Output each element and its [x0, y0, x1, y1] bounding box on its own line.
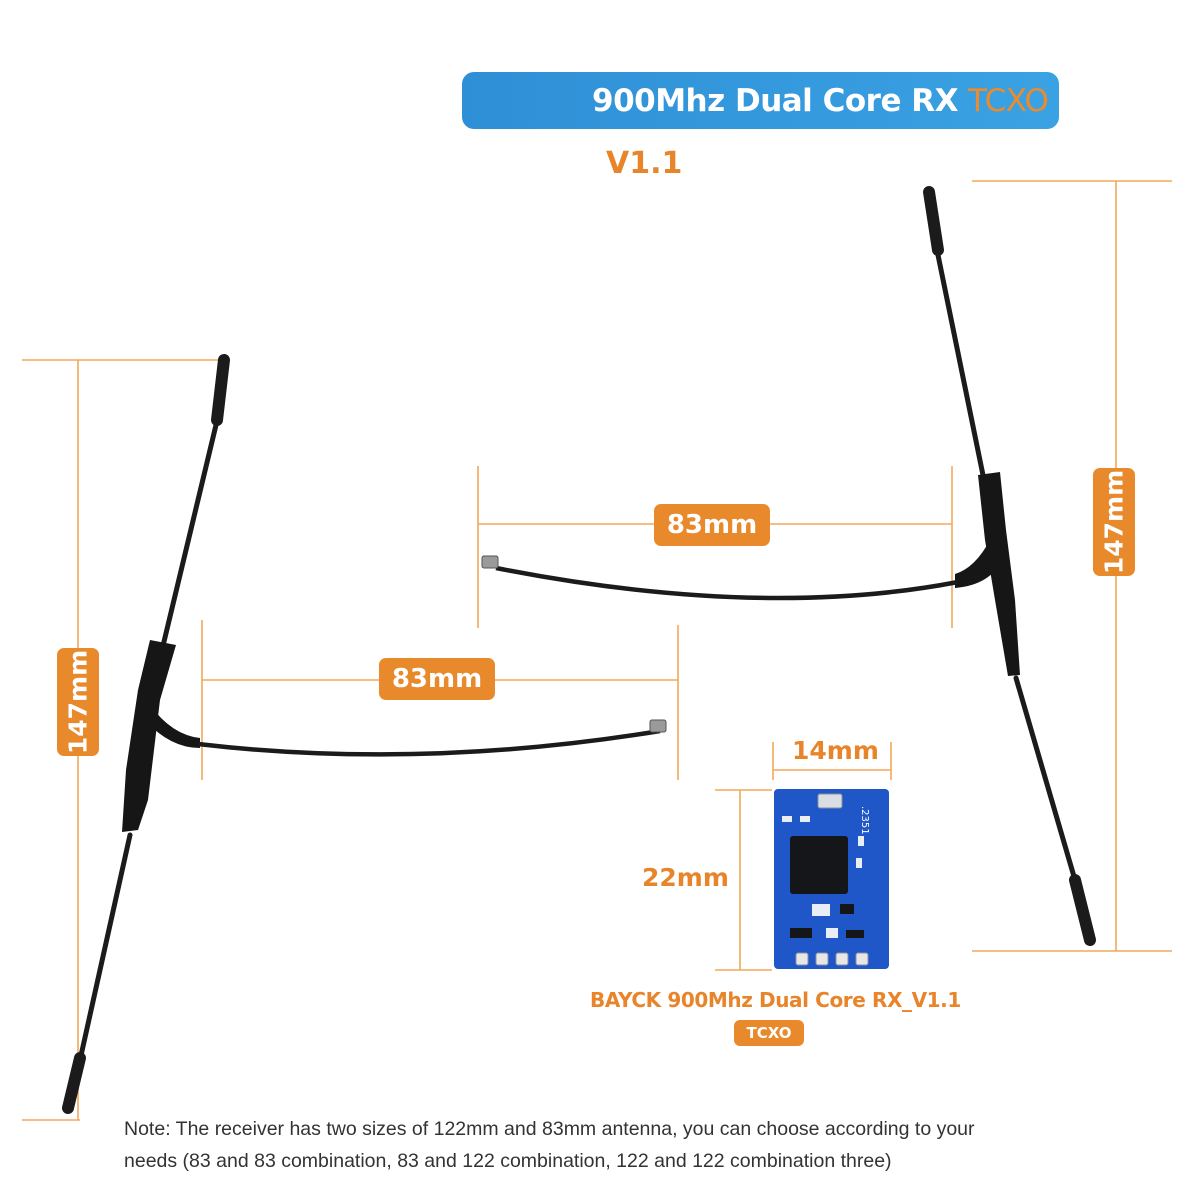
receiver-board-icon: .2351 — [774, 789, 889, 969]
tcxo-badge: TCXO — [734, 1020, 804, 1046]
left-height-label: 147mm — [57, 648, 99, 756]
note-line-1: Note: The receiver has two sizes of 122m… — [124, 1118, 975, 1140]
dimension-lines — [22, 180, 1172, 1121]
note-text: Note: The receiver has two sizes of 122m… — [124, 1113, 1124, 1177]
note-line-2: needs (83 and 83 combination, 83 and 122… — [124, 1150, 892, 1172]
left-antenna-icon — [62, 354, 667, 1114]
board-mark: .2351 — [859, 806, 870, 835]
board-width-label: 14mm — [792, 736, 879, 765]
banner-accent: TCXO — [968, 82, 1049, 119]
right-cable-label: 83mm — [654, 504, 770, 546]
version-label: V1.1 — [606, 146, 683, 181]
right-antenna-icon — [481, 186, 1096, 946]
left-cable-label: 83mm — [379, 658, 495, 700]
board-height-label: 22mm — [642, 863, 729, 892]
right-height-label: 147mm — [1093, 468, 1135, 576]
receiver-caption: BAYCK 900Mhz Dual Core RX_V1.1 — [590, 988, 961, 1012]
